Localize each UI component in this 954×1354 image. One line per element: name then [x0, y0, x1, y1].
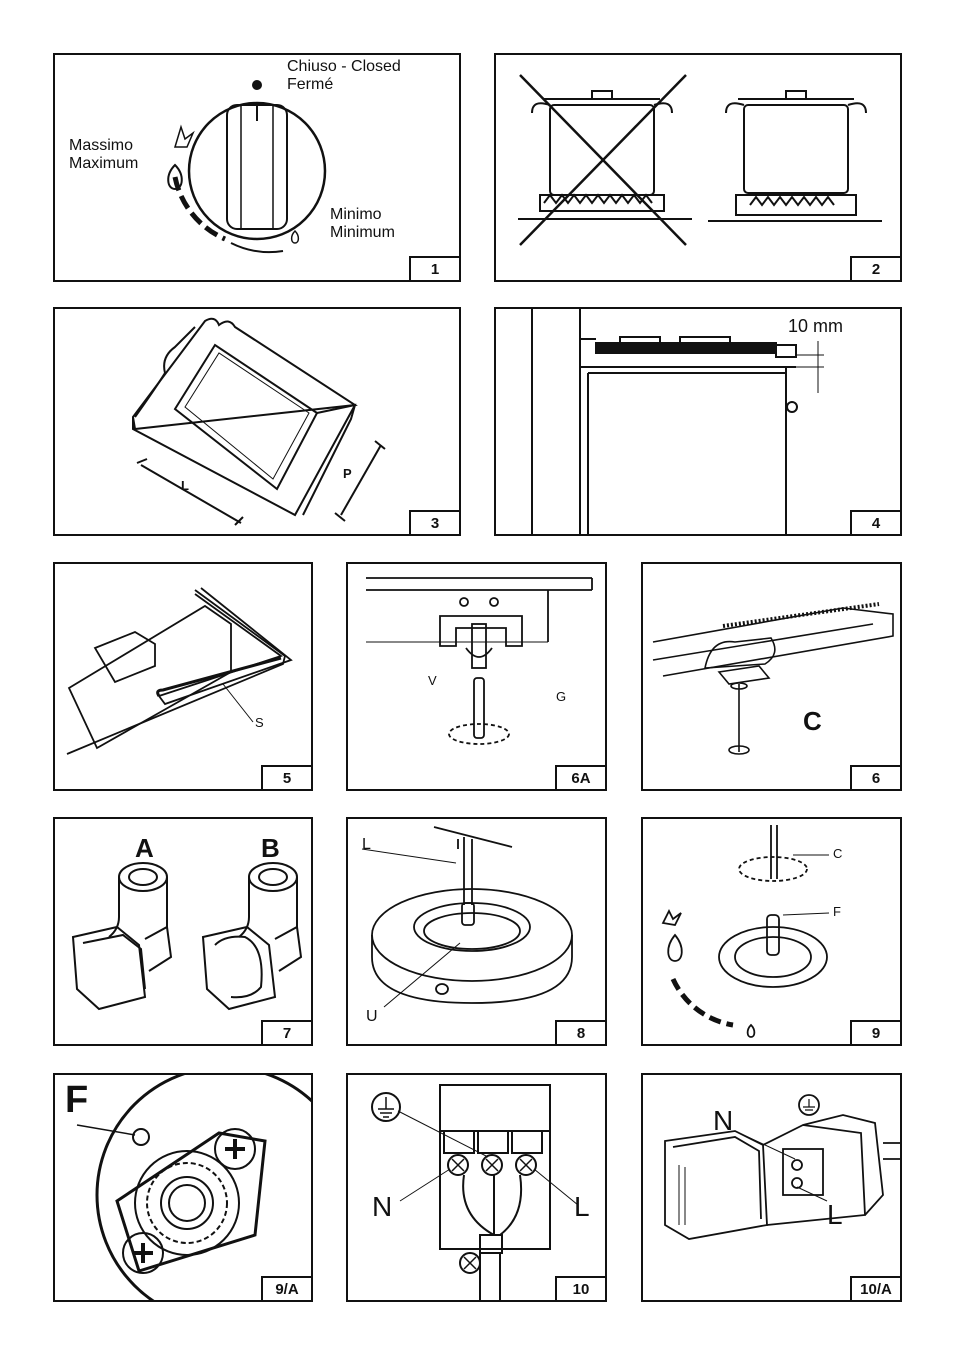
- fitting-a-shape: [71, 862, 173, 1011]
- clamp-drawing: [652, 602, 894, 755]
- figure-number: 6: [850, 765, 900, 789]
- figure-number: 7: [261, 1020, 311, 1044]
- burner-drawing: [361, 826, 573, 1008]
- pots-drawing: [518, 74, 882, 246]
- figure-8-burner: L U 8: [346, 817, 607, 1046]
- key-label: L: [362, 836, 371, 853]
- knob-drawing: [167, 80, 327, 254]
- correct-pot: [708, 90, 882, 222]
- length-label: L: [181, 478, 189, 493]
- earth-icon: [798, 1094, 820, 1116]
- figure-number: 8: [555, 1020, 605, 1044]
- figure-number: 10: [555, 1276, 605, 1300]
- max-label-it: Massimo: [69, 137, 134, 154]
- cutout-drawing: [131, 317, 386, 526]
- screw-label: F: [65, 1079, 89, 1121]
- min-flame-icon: [290, 229, 300, 244]
- screw-label: V: [428, 673, 437, 688]
- live-label: L: [827, 1199, 843, 1230]
- live-label: L: [574, 1191, 590, 1222]
- screw-drawing: [366, 577, 593, 745]
- clamp-label: C: [803, 706, 822, 736]
- figure-5-seal: S 5: [53, 562, 313, 791]
- figure-10-terminal: N L 10: [346, 1073, 607, 1302]
- figure-number: 9: [850, 1020, 900, 1044]
- figure-number: 9/A: [261, 1276, 311, 1300]
- section-drawing: [531, 309, 824, 534]
- figure-2-pots: 2: [494, 53, 902, 282]
- wrong-pot: [518, 74, 692, 246]
- figure-1-knob: Chiuso - Closed Fermé Massimo Maximum Mi…: [53, 53, 461, 282]
- detail-drawing: [76, 1075, 311, 1300]
- min-flame-icon: [746, 1023, 756, 1038]
- figure-10a-terminal: N L 10/A: [641, 1073, 902, 1302]
- nozzle-label: U: [366, 1008, 378, 1025]
- figure-7-fittings: A B 7: [53, 817, 313, 1046]
- figure-number: 6A: [555, 765, 605, 789]
- fitting-b-label: B: [261, 833, 280, 863]
- seal-drawing: [66, 587, 293, 755]
- figure-number: 1: [409, 256, 459, 280]
- closed-label-fr: Fermé: [287, 76, 334, 93]
- figure-number: 2: [850, 256, 900, 280]
- fitting-a-label: A: [135, 833, 154, 863]
- neutral-label: N: [713, 1105, 734, 1136]
- min-label-it: Minimo: [330, 206, 382, 223]
- neutral-label: N: [372, 1191, 393, 1222]
- max-flame-icon: [661, 908, 682, 926]
- figure-number: 4: [850, 510, 900, 534]
- closed-label: Chiuso - Closed: [287, 58, 401, 75]
- terminal-drawing: [371, 1084, 579, 1300]
- figure-3-cutout: L P 3: [53, 307, 461, 536]
- figure-number: 3: [409, 510, 459, 534]
- depth-label: P: [343, 466, 352, 481]
- flame-icon: [167, 163, 183, 191]
- screwdriver-label: C: [833, 846, 843, 861]
- figure-9a-detail: F 9/A: [53, 1073, 313, 1302]
- fitting-b-shape: [201, 862, 303, 1011]
- gap-label: 10 mm: [788, 316, 844, 336]
- fittings-drawing: [71, 862, 303, 1011]
- figure-6-clamp: C 6: [641, 562, 902, 791]
- spindle-label: F: [833, 904, 841, 919]
- figure-number: 5: [261, 765, 311, 789]
- hook-label: G: [556, 689, 567, 704]
- figure-number: 10/A: [850, 1276, 900, 1300]
- max-label-en: Maximum: [69, 155, 139, 172]
- adjust-drawing: [661, 825, 830, 1038]
- earth-icon: [371, 1092, 401, 1122]
- terminal-box-drawing: [664, 1094, 900, 1240]
- figure-4-section: 10 mm 4: [494, 307, 902, 536]
- seal-label: S: [255, 715, 264, 730]
- min-label-en: Minimum: [330, 224, 395, 241]
- flame-icon: [667, 933, 683, 962]
- max-flame-icon: [173, 124, 195, 148]
- figure-9-adjust: C F 9: [641, 817, 902, 1046]
- figure-6a-screw: V G 6A: [346, 562, 607, 791]
